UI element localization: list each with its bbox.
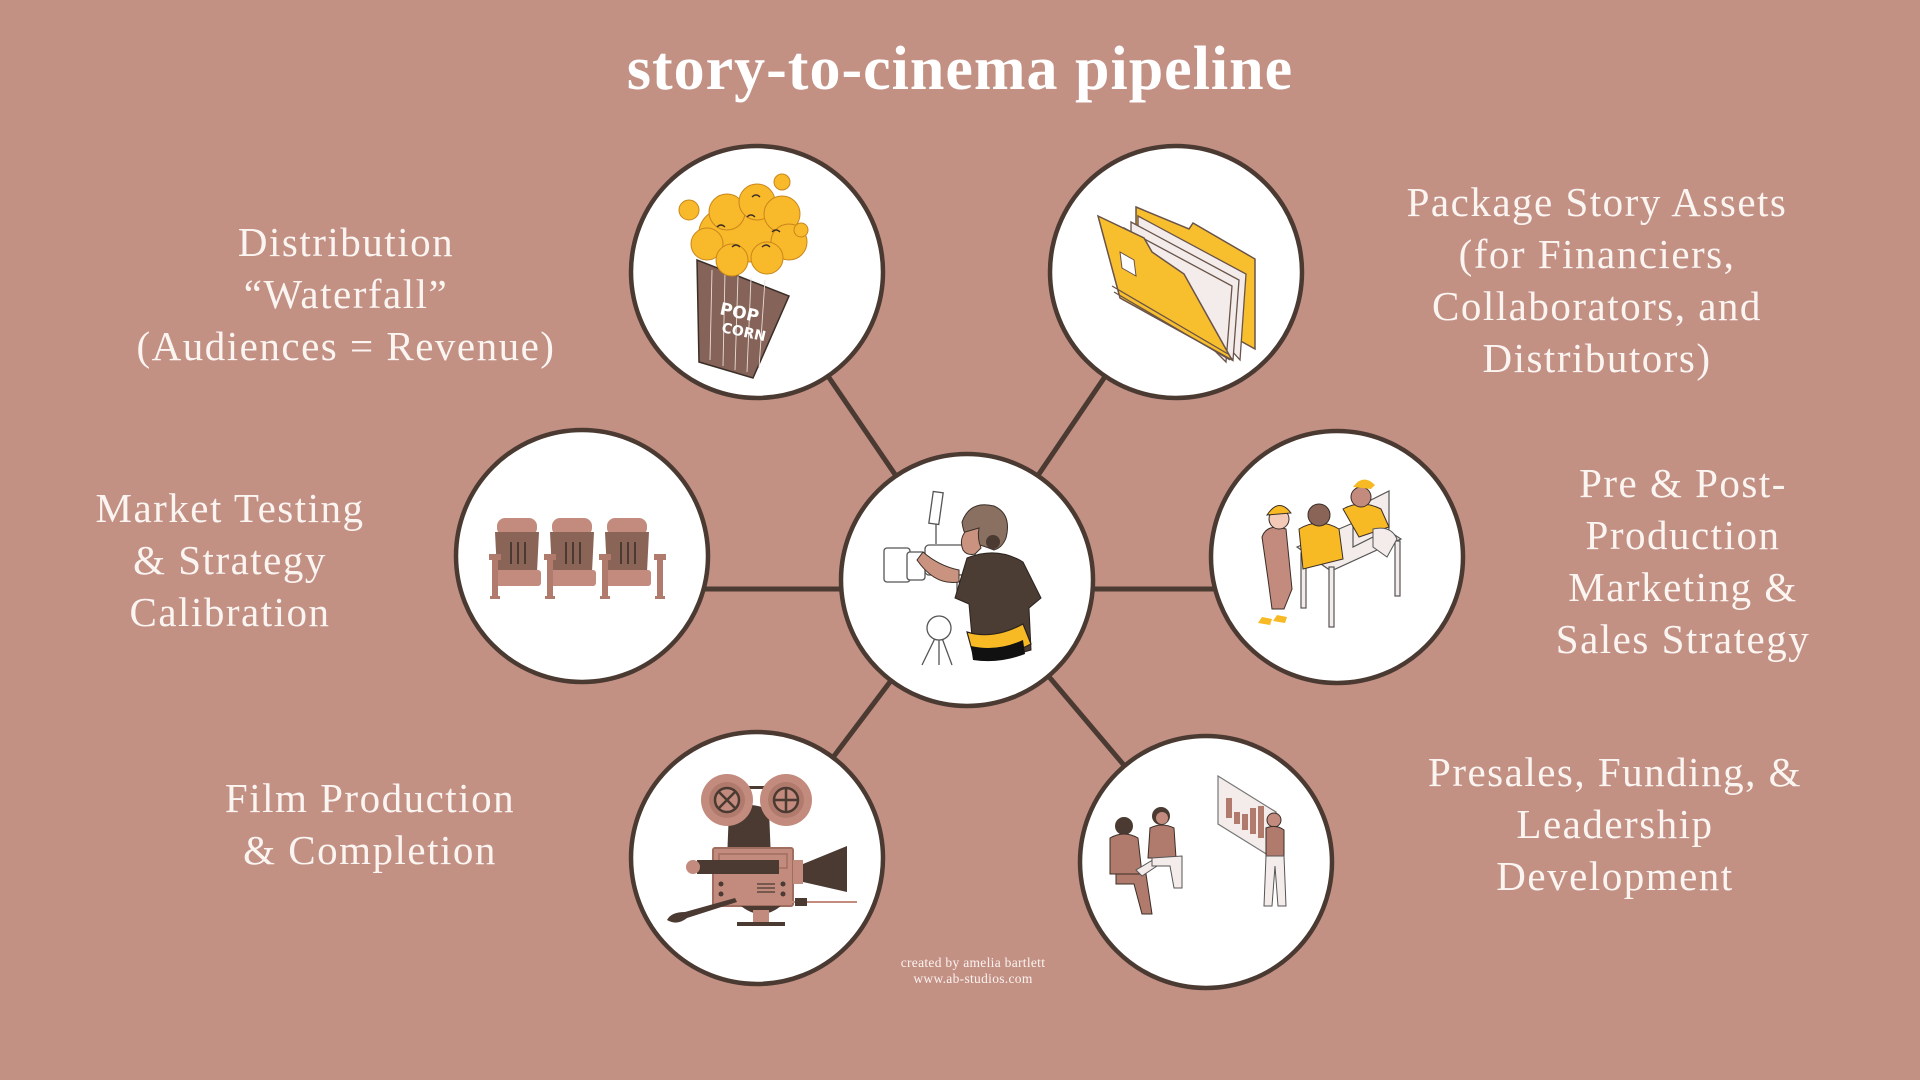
credit: created by amelia bartlett www.ab-studio… — [880, 955, 1066, 987]
credit-website[interactable]: www.ab-studios.com — [913, 971, 1033, 986]
label-film-production: Film Production & Completion — [170, 772, 570, 876]
camera-operator-icon — [883, 490, 1042, 666]
credit-author: created by amelia bartlett — [900, 955, 1046, 970]
label-line: (for Financiers, — [1458, 231, 1736, 277]
label-line: Sales Strategy — [1555, 616, 1811, 662]
node-marketing-sales[interactable] — [1208, 428, 1466, 686]
label-line: & Completion — [243, 827, 497, 873]
label-line: Distribution — [237, 219, 455, 265]
node-market-testing[interactable] — [453, 427, 711, 685]
label-line: Package Story Assets — [1406, 179, 1788, 225]
node-package-assets[interactable] — [1047, 143, 1305, 401]
node-presales-funding[interactable] — [1077, 733, 1335, 991]
theater-seats-icon — [489, 518, 666, 599]
label-line: Market Testing — [95, 485, 365, 531]
label-distribution: Distribution “Waterfall” (Audiences = Re… — [116, 216, 576, 372]
label-line: Film Production — [224, 775, 516, 821]
film-camera-icon — [667, 774, 857, 926]
label-line: (Audiences = Revenue) — [136, 323, 556, 369]
label-package-assets: Package Story Assets (for Financiers, Co… — [1367, 176, 1827, 384]
label-line: Production — [1585, 512, 1781, 558]
team-at-computer-icon — [1258, 479, 1403, 628]
label-line: Leadership — [1516, 801, 1714, 847]
presentation-meeting-icon — [1109, 774, 1287, 915]
node-film-production[interactable] — [628, 729, 886, 987]
label-marketing-sales: Pre & Post- Production Marketing & Sales… — [1493, 457, 1873, 665]
label-presales-funding: Presales, Funding, & Leadership Developm… — [1385, 746, 1845, 902]
label-line: Presales, Funding, & — [1428, 749, 1802, 795]
popcorn-icon: POP CORN — [678, 173, 809, 379]
node-circle — [1077, 733, 1335, 991]
label-line: “Waterfall” — [243, 271, 449, 317]
label-line: Collaborators, and — [1432, 283, 1762, 329]
label-line: Distributors) — [1482, 335, 1712, 381]
label-line: & Strategy — [133, 537, 327, 583]
label-line: Calibration — [129, 589, 331, 635]
folder-icon — [1096, 205, 1256, 364]
label-market-testing: Market Testing & Strategy Calibration — [40, 482, 420, 638]
label-line: Marketing & — [1568, 564, 1798, 610]
label-line: Pre & Post- — [1579, 460, 1787, 506]
page-title: story-to-cinema pipeline — [626, 35, 1294, 103]
label-line: Development — [1496, 853, 1734, 899]
node-distribution[interactable]: POP CORN — [628, 143, 886, 401]
center-node[interactable] — [838, 451, 1096, 709]
